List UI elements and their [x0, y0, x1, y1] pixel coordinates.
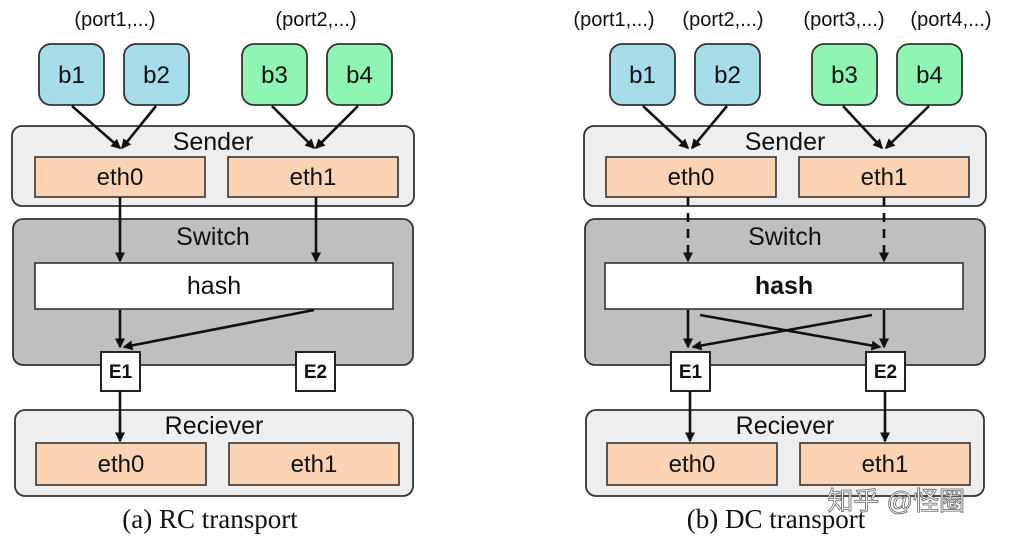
node-b4: b4 [896, 43, 963, 106]
sender-eth0-label: eth0 [97, 164, 144, 191]
node-b3-label: b3 [261, 62, 288, 89]
receiver-box: Reciever eth0 eth1 [14, 409, 414, 497]
endpoint-e2-box [865, 351, 906, 392]
node-b1-box [609, 43, 676, 106]
endpoint-e1-label: E1 [679, 362, 703, 383]
arrow-b1-to-eth0 [642, 105, 690, 150]
receiver-eth0-label: eth0 [98, 451, 145, 478]
sender-box: Sender eth0 eth1 [583, 125, 987, 207]
sender-box: Sender eth0 eth1 [11, 125, 415, 207]
receiver-box: Reciever eth0 eth1 [585, 409, 985, 497]
node-b2-box [694, 43, 761, 106]
connectors-b [642, 105, 930, 443]
node-b3-box [811, 43, 878, 106]
sender-eth0-box [34, 156, 206, 198]
panel-a: (port1,...) (port2,...) b1 b2 b3 b4 Send… [11, 9, 415, 534]
endpoint-e2: E2 [295, 351, 336, 392]
hash-box [604, 262, 964, 310]
arrow-b4-to-eth1 [884, 105, 930, 150]
node-b1-label: b1 [629, 62, 656, 89]
node-b2: b2 [123, 43, 190, 106]
node-b4-box [326, 43, 393, 106]
endpoint-e1-label: E1 [109, 362, 133, 383]
caption-a: (a) RC transport [122, 504, 298, 534]
switch-box: Switch hash [12, 218, 414, 366]
receiver-eth0-box [35, 442, 207, 486]
node-b3: b3 [811, 43, 878, 106]
sender-eth0-box [605, 156, 777, 198]
sender-eth1-box [798, 156, 970, 198]
port-label-4: (port4,...) [910, 9, 991, 31]
node-b4-label: b4 [346, 62, 373, 89]
sender-title: Sender [745, 128, 826, 156]
sender-eth0-label: eth0 [668, 164, 715, 191]
arrow-b1-to-eth0 [71, 105, 122, 149]
node-b4-box [896, 43, 963, 106]
endpoint-e2-label: E2 [304, 362, 327, 383]
port-label-1: (port1,...) [74, 9, 155, 31]
port-label-1: (port1,...) [573, 9, 654, 31]
switch-box: Switch hash [584, 218, 986, 366]
receiver-eth1-box [228, 442, 400, 486]
node-b4: b4 [326, 43, 393, 106]
endpoint-e2: E2 [865, 351, 906, 392]
arrow-hash-cross-to-e1 [122, 308, 315, 351]
hash-label: hash [755, 272, 813, 300]
node-b1: b1 [609, 43, 676, 106]
endpoint-e2-label: E2 [874, 362, 897, 383]
node-b2-box [123, 43, 190, 106]
hash-label: hash [187, 272, 241, 300]
node-b3-box [241, 43, 308, 106]
node-b2-label: b2 [143, 62, 170, 89]
receiver-eth0-label: eth0 [669, 451, 716, 478]
port-label-2: (port2,...) [682, 9, 763, 31]
node-b1-box [38, 43, 105, 106]
arrow-b4-to-eth1 [314, 105, 359, 150]
port-label-3: (port3,...) [803, 9, 884, 31]
port-label-2: (port2,...) [275, 9, 356, 31]
arrow-b3-to-eth1 [271, 105, 316, 150]
endpoint-e2-box [295, 351, 336, 392]
receiver-eth0-box [606, 442, 778, 486]
sender-eth1-label: eth1 [861, 164, 908, 191]
panel-b: (port1,...) (port2,...) (port3,...) (por… [573, 9, 991, 534]
node-b1-label: b1 [58, 62, 85, 89]
endpoint-e1: E1 [100, 351, 141, 392]
receiver-title: Reciever [736, 412, 835, 440]
connectors-a [71, 105, 359, 443]
receiver-title: Reciever [165, 412, 264, 440]
node-b2: b2 [694, 43, 761, 106]
arrow-b2-to-eth0 [691, 105, 728, 150]
arrow-hash-cross-to-e1 [691, 313, 873, 351]
node-b1: b1 [38, 43, 105, 106]
node-b3: b3 [241, 43, 308, 106]
sender-eth1-label: eth1 [290, 164, 337, 191]
receiver-eth1-label: eth1 [291, 451, 338, 478]
caption-b: (b) DC transport [687, 504, 866, 534]
sender-title: Sender [173, 128, 254, 156]
node-b3-label: b3 [831, 62, 858, 89]
arrow-hash-cross-to-e2 [699, 313, 882, 351]
switch-title: Switch [176, 223, 250, 251]
receiver-eth1-box [799, 442, 971, 486]
sender-eth1-box [227, 156, 399, 198]
watermark: 知乎 @怪圈 [827, 486, 965, 516]
node-b4-label: b4 [916, 62, 943, 89]
arrow-b2-to-eth0 [120, 105, 158, 150]
endpoint-e1-box [100, 351, 141, 392]
endpoint-e1: E1 [670, 351, 711, 392]
arrow-b3-to-eth1 [842, 105, 884, 150]
switch-title: Switch [748, 223, 822, 251]
receiver-eth1-label: eth1 [862, 451, 909, 478]
node-b2-label: b2 [714, 62, 741, 89]
hash-box [34, 262, 394, 310]
